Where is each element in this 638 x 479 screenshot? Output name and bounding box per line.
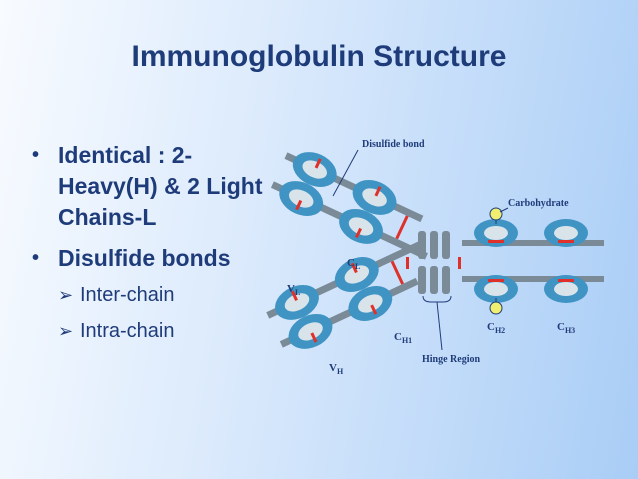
hinge-pointer-line xyxy=(436,301,443,351)
intrachain-bond xyxy=(370,304,378,315)
bullet-dot-icon: • xyxy=(32,144,40,166)
bullet-text: Disulfide bonds xyxy=(58,245,231,271)
intrachain-bond xyxy=(355,227,362,239)
bullet-identical-chains: • Identical : 2-Heavy(H) & 2 Light Chain… xyxy=(22,140,272,233)
sub-bullet-inter-chain: ➢ Inter-chain xyxy=(22,280,272,310)
upper-fab-arm xyxy=(270,152,428,260)
ch2-domain-lower-inner xyxy=(484,282,508,296)
hinge-segment xyxy=(430,266,438,294)
interchain-bond xyxy=(390,260,404,285)
arrow-bullet-icon: ➢ xyxy=(58,321,74,341)
ch2-domain-upper-inner xyxy=(484,226,508,240)
ch1-domain-upper-inner xyxy=(348,217,374,236)
bullet-text: Identical : 2-Heavy(H) & 2 Light Chains-… xyxy=(58,142,263,230)
hinge-segment xyxy=(418,266,426,294)
vh-label: VH xyxy=(329,362,344,376)
hinge-segment xyxy=(442,231,450,259)
sub-bullet-text: Inter-chain xyxy=(80,284,175,306)
cl-label: CL xyxy=(347,257,360,271)
sub-bullet-text: Intra-chain xyxy=(80,320,175,342)
bullet-disulfide-bonds: • Disulfide bonds xyxy=(22,243,272,274)
lower-fab-arm xyxy=(266,240,424,349)
heavy-chain-bar xyxy=(462,276,604,282)
interchain-bond xyxy=(458,257,461,269)
intrachain-bond xyxy=(350,262,358,274)
carbohydrate-label: Carbohydrate xyxy=(508,198,569,209)
carbohydrate-pointer-line xyxy=(499,207,509,213)
arrow-bullet-icon: ➢ xyxy=(58,285,74,305)
cl-domain-lower-inner xyxy=(358,294,383,313)
ch2-label: CH2 xyxy=(487,321,505,335)
intrachain-bond xyxy=(295,199,303,211)
hinge-segment xyxy=(442,266,450,294)
fc-region xyxy=(462,207,604,315)
ch3-domain-upper-inner xyxy=(554,226,578,240)
heavy-chain-bar xyxy=(462,240,604,246)
ch3-label: CH3 xyxy=(557,321,575,335)
hinge-segment xyxy=(418,231,426,259)
vh-domain-lower-inner xyxy=(284,293,310,312)
ch3-domain-lower-inner xyxy=(554,282,578,296)
hinge-segment xyxy=(430,231,438,259)
intrachain-bond xyxy=(558,279,574,282)
sub-bullet-intra-chain: ➢ Intra-chain xyxy=(22,316,272,346)
vl-label: VL xyxy=(287,283,300,297)
intrachain-bond xyxy=(310,332,318,343)
hinge-bracket xyxy=(422,295,452,303)
hinge-region-label: Hinge Region xyxy=(422,354,480,365)
intrachain-bond xyxy=(488,279,504,282)
interchain-bond xyxy=(395,215,409,240)
bullet-list: • Identical : 2-Heavy(H) & 2 Light Chain… xyxy=(22,140,272,346)
carbohydrate-upper xyxy=(489,207,503,221)
vh-domain-upper-inner xyxy=(288,189,314,208)
cl-domain-upper-inner xyxy=(362,188,387,207)
vl-domain-upper-inner xyxy=(302,160,327,179)
ch1-label: CH1 xyxy=(394,331,412,345)
intrachain-bond xyxy=(314,158,322,169)
interchain-bond xyxy=(406,257,409,269)
hinge xyxy=(406,231,461,294)
disulfide-pointer-line xyxy=(332,149,359,197)
carbohydrate-lower xyxy=(489,301,503,315)
vl-domain-lower-inner xyxy=(298,322,323,341)
intrachain-bond xyxy=(558,240,574,243)
bullet-dot-icon: • xyxy=(32,247,40,269)
slide-title: Immunoglobulin Structure xyxy=(131,40,507,73)
intrachain-bond xyxy=(374,186,382,197)
disulfide-bond-label: Disulfide bond xyxy=(362,139,425,150)
intrachain-bond xyxy=(291,290,298,302)
intrachain-bond xyxy=(488,240,504,243)
ch1-domain-lower-inner xyxy=(344,265,370,284)
